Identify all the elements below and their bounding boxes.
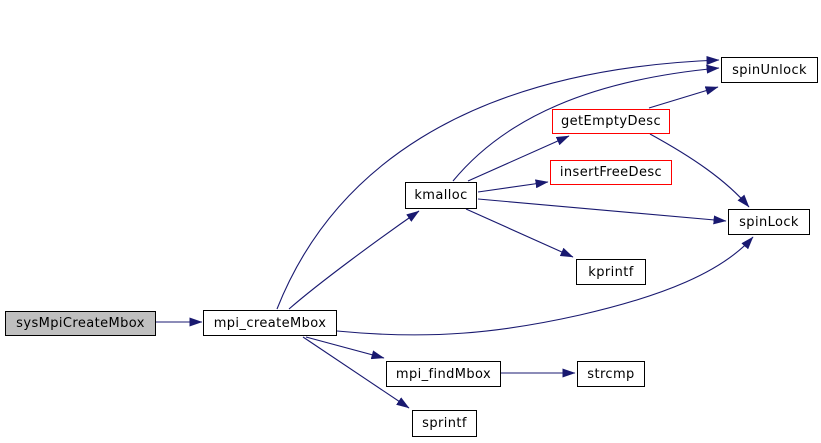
edge-getEmptyDesc-to-spinLock: [649, 133, 750, 208]
edge-mpi_createMbox-to-kmalloc: [288, 210, 420, 310]
node-sysMpiCreateMbox[interactable]: sysMpiCreateMbox: [5, 311, 156, 336]
edge-group: [156, 55, 754, 409]
edge-kmalloc-to-spinUnlock: [452, 64, 720, 182]
node-spinUnlock[interactable]: spinUnlock: [721, 57, 818, 83]
edge-kmalloc-to-spinLock: [477, 198, 727, 225]
edge-kmalloc-to-kprintf: [465, 208, 574, 258]
edge-mpi_createMbox-to-spinLock: [336, 236, 754, 336]
node-getEmptyDesc[interactable]: getEmptyDesc: [552, 109, 670, 134]
node-spinLock[interactable]: spinLock: [728, 209, 810, 235]
edge-getEmptyDesc-to-spinUnlock: [648, 86, 719, 109]
node-kprintf[interactable]: kprintf: [576, 259, 646, 285]
edge-kmalloc-to-getEmptyDesc: [467, 135, 570, 182]
node-mpi_createMbox[interactable]: mpi_createMbox: [203, 310, 337, 336]
edge-mpi_createMbox-to-sprintf: [302, 336, 410, 409]
node-strcmp[interactable]: strcmp: [577, 361, 645, 387]
node-kmalloc[interactable]: kmalloc: [405, 182, 477, 209]
edge-mpi_createMbox-to-mpi_findMbox: [305, 336, 385, 360]
node-sprintf[interactable]: sprintf: [412, 410, 477, 437]
node-mpi_findMbox[interactable]: mpi_findMbox: [386, 361, 501, 387]
edge-mpi_createMbox-to-spinUnlock: [276, 55, 720, 310]
edge-kmalloc-to-insertFreeDesc: [477, 179, 549, 193]
node-insertFreeDesc[interactable]: insertFreeDesc: [550, 160, 672, 185]
